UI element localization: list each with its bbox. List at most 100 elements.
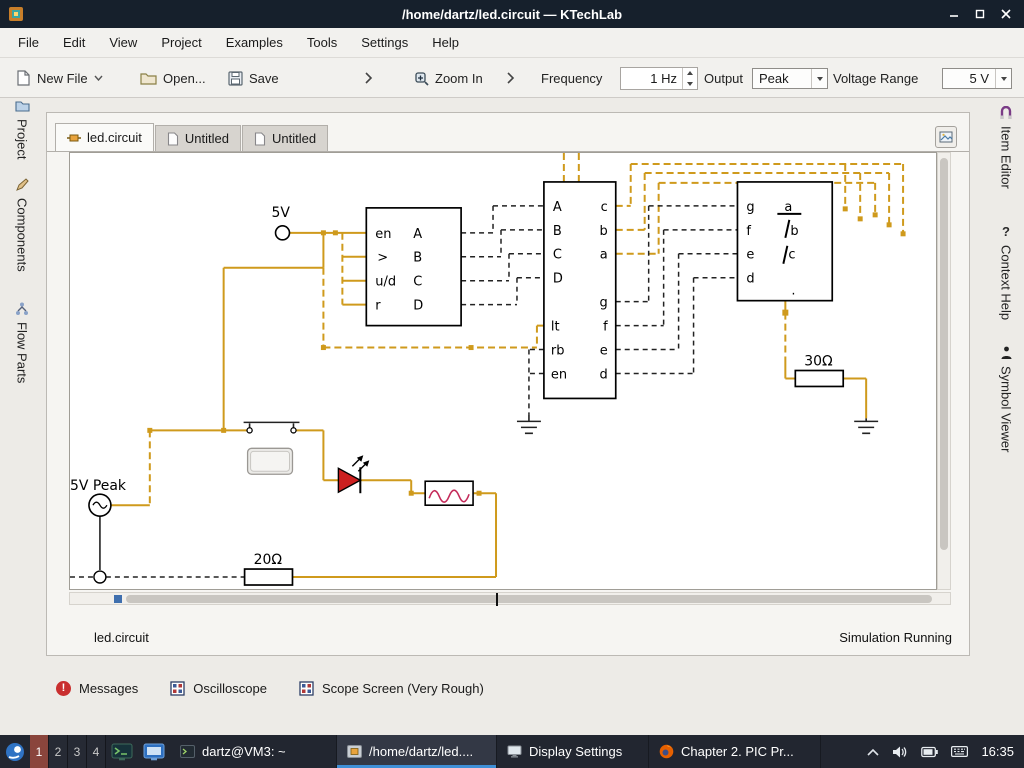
svg-text:B: B [413,251,422,266]
horizontal-scrollbar-thumb[interactable] [126,595,932,603]
applications-menu-button[interactable] [0,735,30,768]
horizontal-scrollbar[interactable] [69,592,951,606]
svg-text:r: r [375,299,381,314]
menu-tools[interactable]: Tools [306,35,338,50]
circuit-canvas[interactable]: 5V en > u/d r A B C D A [69,152,937,590]
svg-text:B: B [553,224,562,239]
menu-project[interactable]: Project [161,35,202,50]
svg-text:C: C [413,275,422,290]
resistor-20-ohm[interactable]: 20Ω [243,552,294,586]
tab-untitled-2[interactable]: Untitled [242,125,329,151]
scope-screen-icon [299,680,314,696]
sidebar-tab-symbol-viewer[interactable]: Symbol Viewer [992,346,1020,452]
led[interactable] [337,455,370,494]
save-button[interactable]: Save [228,58,279,98]
sidebar-tab-components[interactable]: Components [8,178,36,272]
ground-symbol-decoder[interactable] [516,414,541,435]
svg-text:A: A [553,200,562,215]
svg-text:b: b [790,224,798,239]
tray-expand-icon[interactable] [867,748,880,756]
counter-ic[interactable]: en > u/d r A B C D [365,207,462,327]
minimize-button[interactable] [946,6,962,22]
svg-text:d: d [600,367,608,382]
new-file-button[interactable]: New File [16,58,103,98]
battery-icon[interactable] [921,746,939,758]
chevron-right-icon [507,72,515,84]
svg-text:f: f [603,320,608,335]
menu-view[interactable]: View [109,35,138,50]
svg-text:lt: lt [551,320,560,335]
push-button-switch[interactable] [243,421,300,475]
frequency-spinbox[interactable]: 1 Hz [620,67,698,90]
clock[interactable]: 16:35 [981,744,1014,759]
flow-parts-icon [16,302,28,315]
messages-icon [56,680,71,696]
voltage-point-5v[interactable]: 5V [272,205,291,241]
svg-text:g: g [746,200,754,215]
frequency-value: 1 Hz [650,71,677,86]
volume-icon[interactable] [892,745,908,759]
workspace-3[interactable]: 3 [68,735,87,768]
output-combobox[interactable]: Peak [752,68,828,89]
taskbar-window-browser[interactable]: Chapter 2. PIC Pr... [649,735,821,768]
menu-file[interactable]: File [18,35,39,50]
tab-untitled-1[interactable]: Untitled [154,125,241,151]
keyboard-icon[interactable] [951,746,969,757]
tabbar-baseline [47,151,969,152]
workspace-4[interactable]: 4 [87,735,106,768]
taskbar-window-ktechlab[interactable]: /home/dartz/led.... [337,735,497,768]
workspace-2[interactable]: 2 [49,735,68,768]
toolbar-overflow-chevron-1[interactable] [364,58,373,98]
close-button[interactable] [998,6,1014,22]
open-button[interactable]: Open... [140,58,206,98]
taskbar-window-display-settings[interactable]: Display Settings [497,735,649,768]
menu-help[interactable]: Help [432,35,459,50]
zoom-in-button[interactable]: Zoom In [414,58,483,98]
toolbar-overflow-chevron-2[interactable] [506,58,515,98]
tab-led-circuit[interactable]: led.circuit [55,123,154,151]
svg-text:g: g [600,296,608,311]
frequency-spin-down[interactable] [683,79,697,90]
sidebar-tab-flow-parts[interactable]: Flow Parts [8,302,36,383]
frequency-spin-up[interactable] [683,68,697,79]
svg-text:>: > [377,251,388,266]
svg-text:u/d: u/d [375,275,396,290]
svg-text:20Ω: 20Ω [254,552,283,568]
workspace-1[interactable]: 1 [30,735,49,768]
maximize-button[interactable] [972,6,988,22]
seven-segment-display[interactable]: g f e d a b c . [736,181,834,302]
horizontal-scrollbar-cap [114,595,122,603]
launcher-files[interactable] [138,735,170,768]
sidebar-tab-project[interactable]: Project [8,100,36,159]
frequency-label: Frequency [541,70,603,86]
menu-settings[interactable]: Settings [361,35,409,50]
taskbar-window-terminal[interactable]: dartz@VM3: ~ [170,735,337,768]
output-label: Output [704,70,744,86]
wires[interactable] [70,153,905,579]
sidebar-tab-context-help[interactable]: ? Context Help [998,224,1014,321]
chevron-down-icon [94,75,103,81]
scope-screen-toggle[interactable]: Scope Screen (Very Rough) [299,681,484,696]
launcher-terminal[interactable] [106,735,138,768]
messages-toggle[interactable]: Messages [56,680,138,696]
ac-voltage-source[interactable]: 5V Peak [70,478,127,584]
menu-examples[interactable]: Examples [225,35,283,50]
voltage-probe[interactable] [424,480,474,506]
sidebar-tab-item-editor[interactable]: Item Editor [992,106,1020,189]
circuit-drawing: 5V en > u/d r A B C D A [70,153,906,586]
detach-view-button[interactable] [935,126,957,148]
voltage-range-combobox[interactable]: 5 V [942,68,1012,89]
svg-text:en: en [375,227,391,242]
bcd-decoder-ic[interactable]: A B C D lt rb en c b a g f e d [543,181,617,400]
ground-symbol-resistor[interactable] [854,418,879,435]
vertical-scrollbar-thumb[interactable] [940,158,948,550]
svg-text:5V Peak: 5V Peak [70,478,127,494]
resistor-30-ohm[interactable]: 30Ω [794,354,845,388]
bottom-dock-toggles: Messages Oscilloscope Scope Screen (Very… [56,676,484,700]
oscilloscope-toggle[interactable]: Oscilloscope [170,681,267,696]
vertical-scrollbar[interactable] [937,152,951,590]
firefox-icon [659,744,674,759]
output-value: Peak [759,71,789,86]
svg-text:rb: rb [551,344,565,359]
menu-edit[interactable]: Edit [62,35,86,50]
